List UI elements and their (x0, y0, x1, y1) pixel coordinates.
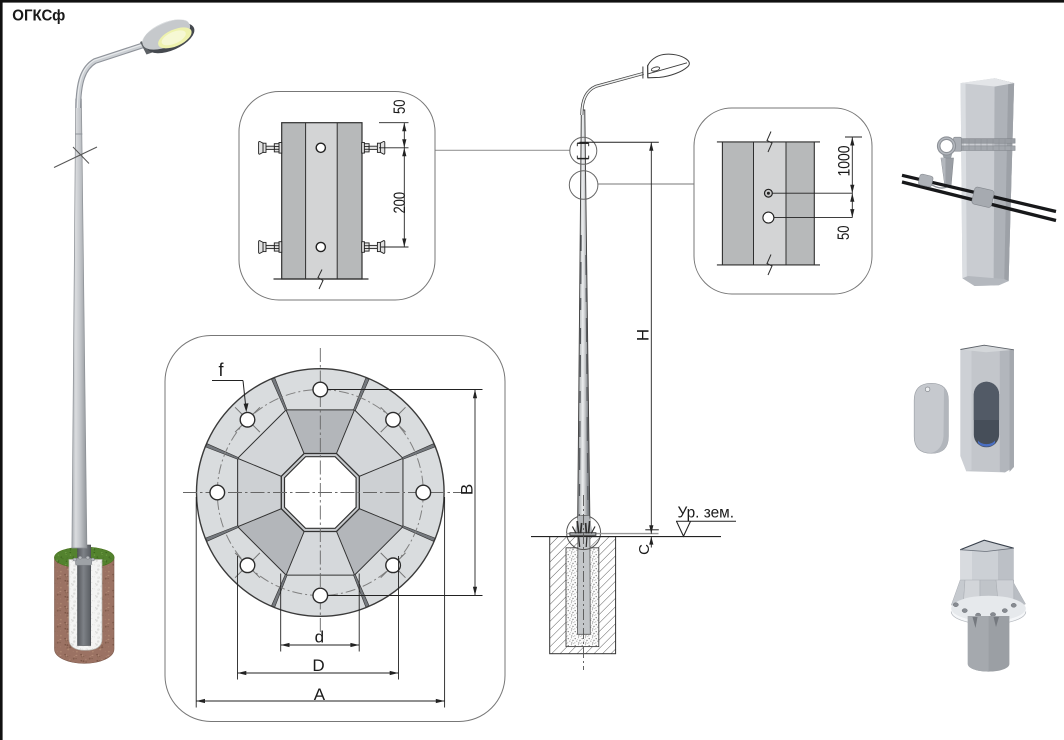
svg-text:50: 50 (834, 226, 853, 241)
svg-text:C: C (636, 544, 653, 555)
svg-text:Ур. зем.: Ур. зем. (678, 504, 735, 521)
svg-text:50: 50 (390, 99, 409, 114)
svg-text:ОГКСф: ОГКСф (12, 7, 65, 24)
svg-text:f: f (219, 360, 225, 380)
svg-text:200: 200 (390, 192, 409, 214)
svg-text:B: B (457, 484, 476, 495)
svg-text:H: H (634, 329, 653, 341)
svg-text:d: d (315, 627, 324, 646)
svg-text:1000: 1000 (835, 146, 854, 177)
svg-text:D: D (312, 656, 324, 675)
svg-text:A: A (314, 685, 326, 704)
